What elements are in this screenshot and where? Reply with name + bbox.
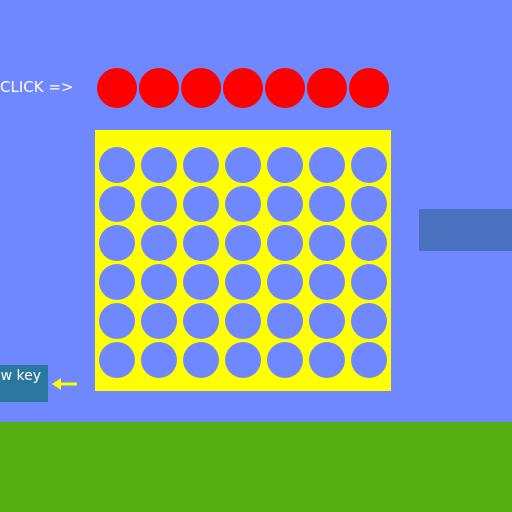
arrow-left-head (52, 378, 61, 390)
board-slot-r3-c6[interactable] (309, 225, 345, 261)
board-slot-r1-c6[interactable] (309, 147, 345, 183)
board-slot-r6-c1[interactable] (99, 342, 135, 378)
board-slot-r6-c3[interactable] (183, 342, 219, 378)
board-slot-r1-c5[interactable] (267, 147, 303, 183)
board-slot-r2-c4[interactable] (225, 186, 261, 222)
board-slot-r1-c2[interactable] (141, 147, 177, 183)
click-prompt: CLICK => (0, 78, 74, 96)
board-slot-r5-c5[interactable] (267, 303, 303, 339)
board-slot-r4-c2[interactable] (141, 264, 177, 300)
board-slot-r3-c5[interactable] (267, 225, 303, 261)
board-slot-r2-c2[interactable] (141, 186, 177, 222)
board-slot-r1-c1[interactable] (99, 147, 135, 183)
board-slot-r2-c5[interactable] (267, 186, 303, 222)
board-slot-r2-c1[interactable] (99, 186, 135, 222)
board-slot-r3-c7[interactable] (351, 225, 387, 261)
arrow-left-shaft (60, 382, 77, 386)
board-slot-r1-c7[interactable] (351, 147, 387, 183)
board-slot-r4-c3[interactable] (183, 264, 219, 300)
board-slot-r5-c3[interactable] (183, 303, 219, 339)
drop-button-row (97, 68, 389, 108)
board-slot-r2-c6[interactable] (309, 186, 345, 222)
side-panel (419, 209, 512, 251)
board-slot-r2-c3[interactable] (183, 186, 219, 222)
board-slot-r4-c7[interactable] (351, 264, 387, 300)
board-slot-r6-c5[interactable] (267, 342, 303, 378)
board-slot-r5-c2[interactable] (141, 303, 177, 339)
board-slot-r1-c4[interactable] (225, 147, 261, 183)
board-slot-r4-c5[interactable] (267, 264, 303, 300)
game-board (95, 130, 391, 391)
new-key-label: w key (0, 368, 41, 384)
drop-column-5-button[interactable] (265, 68, 305, 108)
board-slot-r1-c3[interactable] (183, 147, 219, 183)
drop-column-2-button[interactable] (139, 68, 179, 108)
board-slot-r4-c4[interactable] (225, 264, 261, 300)
board-slot-r5-c4[interactable] (225, 303, 261, 339)
board-slot-r5-c1[interactable] (99, 303, 135, 339)
board-slot-r5-c6[interactable] (309, 303, 345, 339)
drop-column-1-button[interactable] (97, 68, 137, 108)
drop-column-6-button[interactable] (307, 68, 347, 108)
board-slot-r4-c6[interactable] (309, 264, 345, 300)
ground (0, 422, 512, 512)
board-slot-r3-c2[interactable] (141, 225, 177, 261)
board-slot-r5-c7[interactable] (351, 303, 387, 339)
drop-column-3-button[interactable] (181, 68, 221, 108)
board-slot-r3-c4[interactable] (225, 225, 261, 261)
new-key-button[interactable]: w key (0, 365, 48, 402)
board-slot-r6-c2[interactable] (141, 342, 177, 378)
board-slot-r3-c3[interactable] (183, 225, 219, 261)
board-slot-r2-c7[interactable] (351, 186, 387, 222)
board-slot-r6-c4[interactable] (225, 342, 261, 378)
drop-column-7-button[interactable] (349, 68, 389, 108)
board-slot-r3-c1[interactable] (99, 225, 135, 261)
drop-column-4-button[interactable] (223, 68, 263, 108)
arrow-left-icon (52, 378, 77, 390)
board-slot-r6-c7[interactable] (351, 342, 387, 378)
board-slot-r4-c1[interactable] (99, 264, 135, 300)
board-slot-r6-c6[interactable] (309, 342, 345, 378)
